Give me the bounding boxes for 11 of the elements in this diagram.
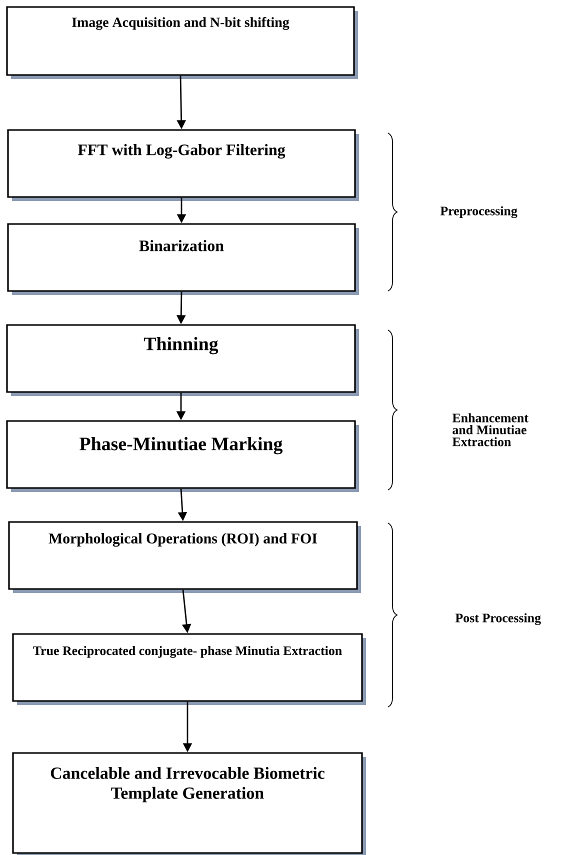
group-label: Preprocessing (440, 206, 518, 218)
process-box: Morphological Operations (ROI) and FOI (8, 521, 361, 593)
group-label: Enhancement and Minutiae Extraction (452, 413, 528, 446)
process-box: Binarization (7, 223, 359, 295)
group-label: Post Processing (455, 613, 541, 626)
process-box: FFT with Log-Gabor Filtering (7, 129, 359, 201)
process-box: Phase-Minutiae Marking (6, 420, 359, 492)
process-box: Thinning (6, 324, 359, 396)
process-box: Cancelable and Irrevocable Biometric Template Generation (12, 752, 366, 855)
process-box: Image Acquisition and N-bit shifting (6, 6, 358, 79)
process-box: True Reciprocated conjugate- phase Minutia Extraction (12, 633, 366, 705)
